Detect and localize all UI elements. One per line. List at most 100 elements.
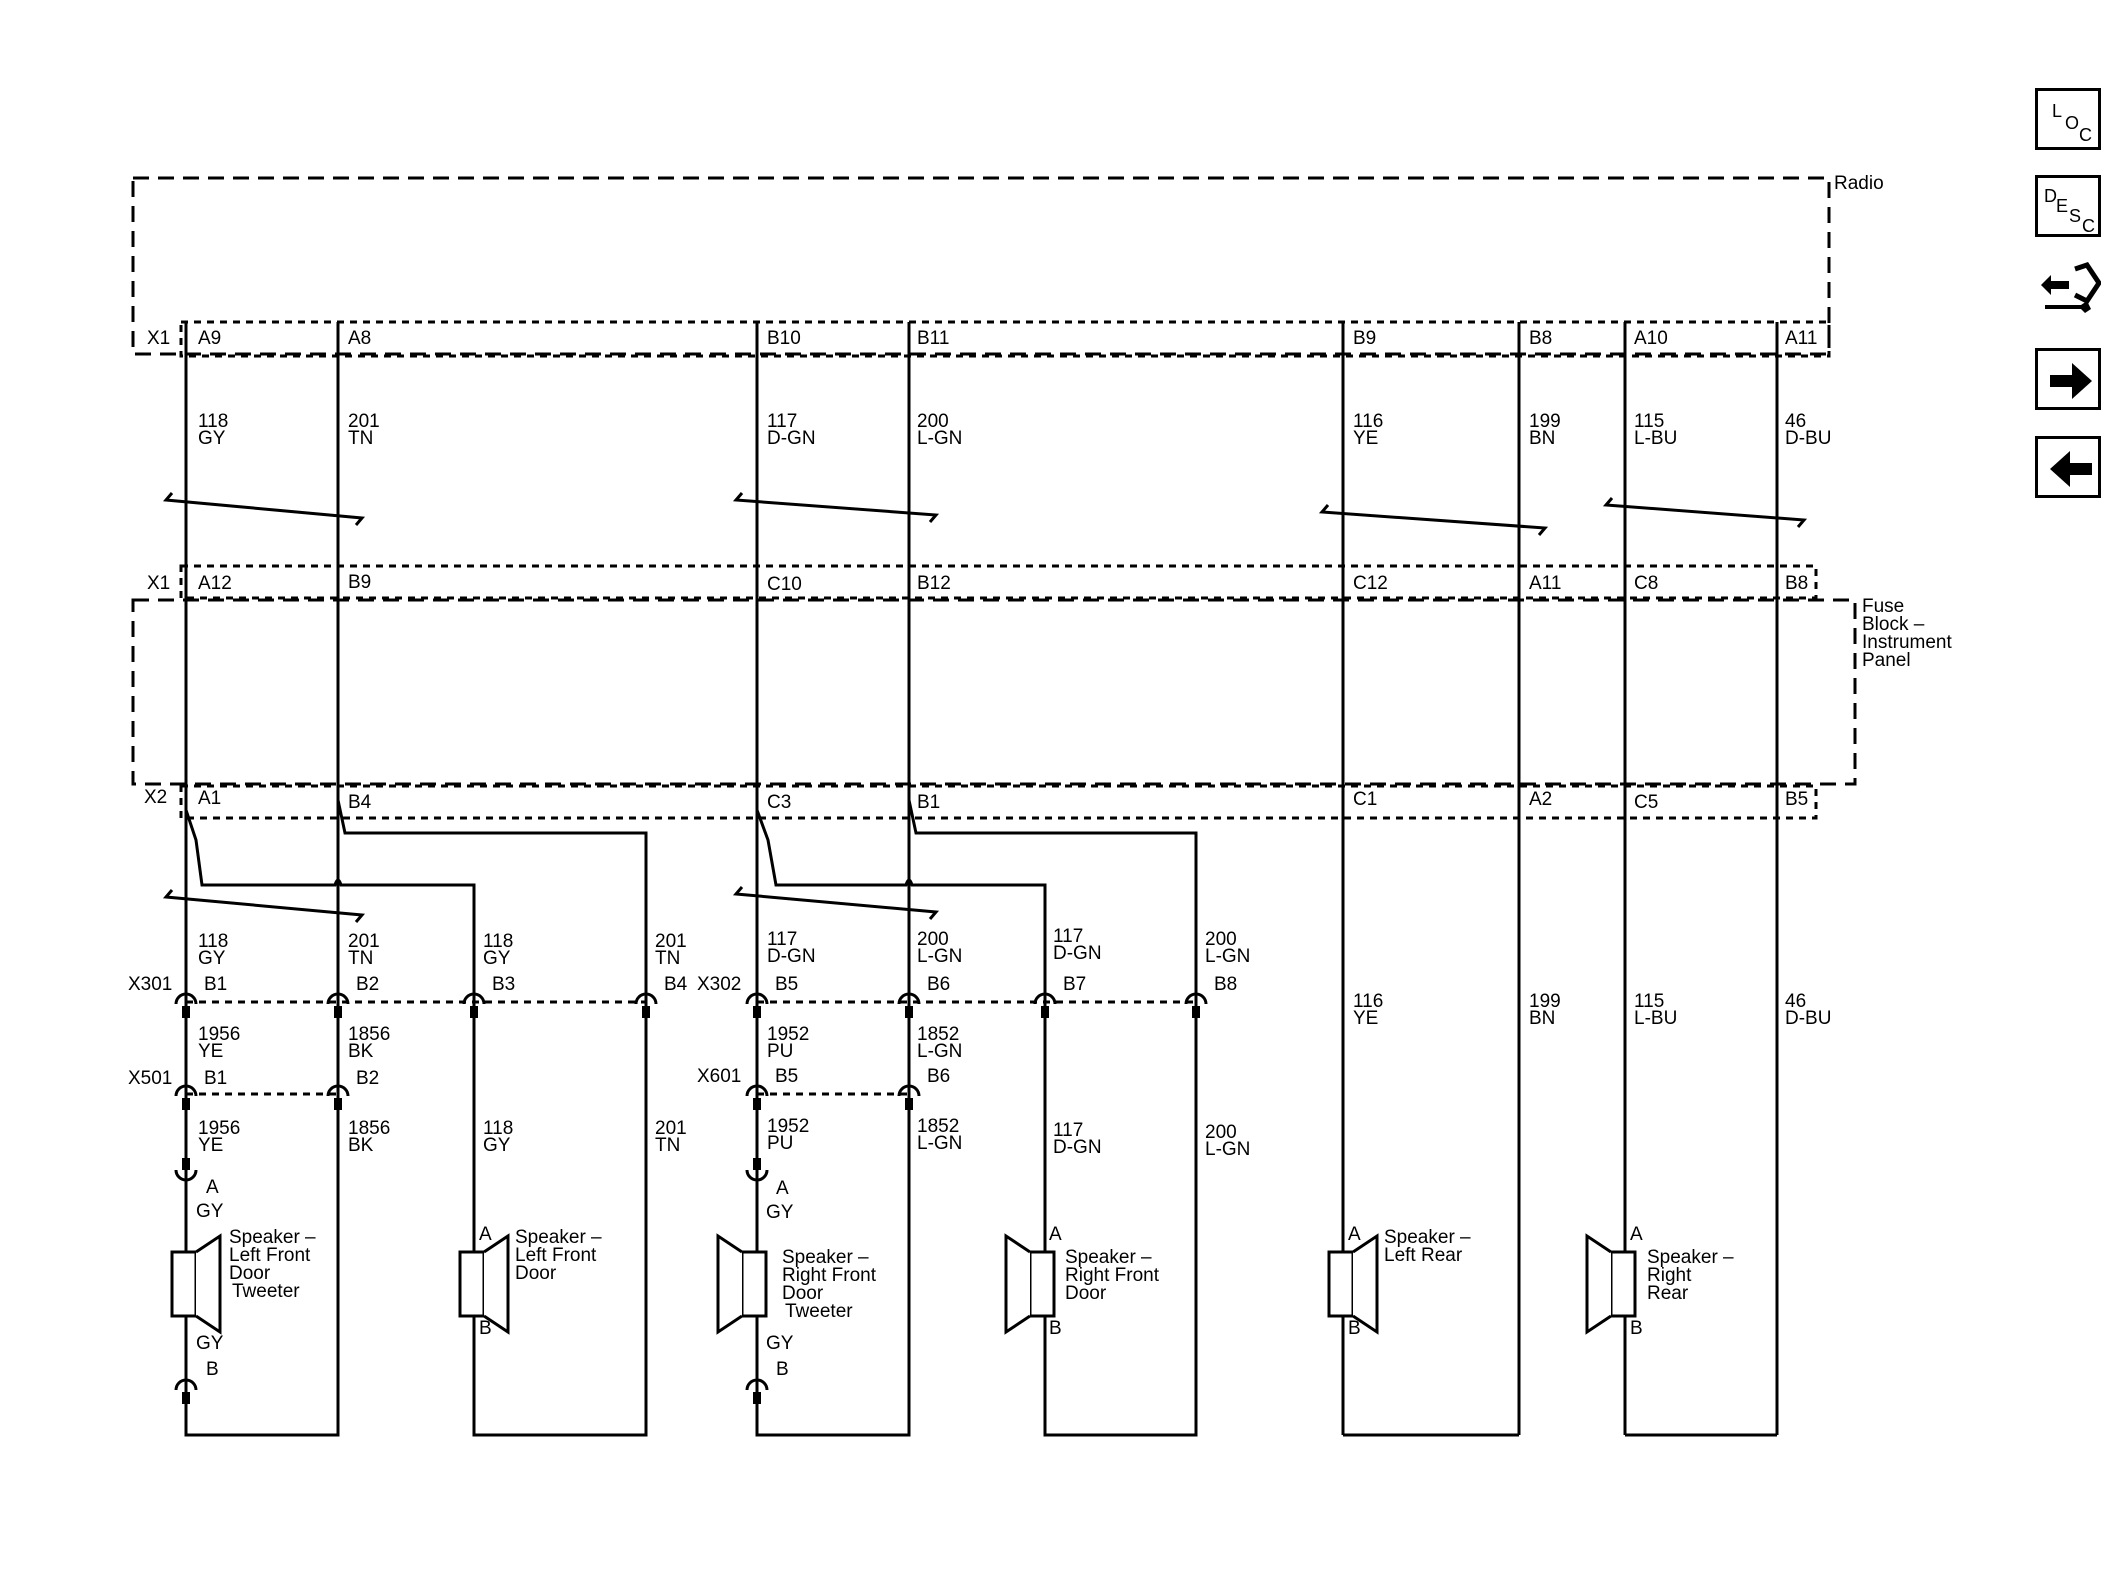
svg-text:201: 201 [655,1118,687,1139]
svg-text:201: 201 [348,931,380,952]
svg-text:116: 116 [1353,991,1383,1012]
svg-text:201: 201 [655,931,687,952]
x501-label: X501 [128,1068,172,1089]
x301-label: X301 [128,974,172,995]
svg-text:Door: Door [229,1263,271,1284]
svg-text:B: B [206,1359,219,1380]
svg-text:A: A [1630,1224,1643,1245]
x601-pin-labels: B5 B6 [775,1066,950,1087]
svg-text:1952: 1952 [767,1024,809,1045]
svg-text:BN: BN [1529,428,1555,449]
svg-text:118: 118 [198,411,228,432]
svg-text:46: 46 [1785,991,1806,1012]
svg-text:B6: B6 [927,1066,950,1087]
svg-text:C10: C10 [767,574,802,595]
previous-button[interactable] [2035,436,2101,498]
connector-tool-button[interactable] [2035,255,2101,317]
svg-text:B: B [479,1318,492,1339]
svg-text:E: E [2056,196,2068,216]
svg-text:1852: 1852 [917,1116,959,1137]
svg-text:Rear: Rear [1647,1283,1689,1304]
x501-pin-labels: B1 B2 [204,1068,379,1089]
loc-button[interactable]: L O C [2035,88,2101,150]
svg-text:117: 117 [767,929,797,950]
inline-connectors-x501-x601 [174,1084,921,1097]
svg-text:YE: YE [198,1041,223,1062]
svg-text:Speaker –: Speaker – [1647,1247,1734,1268]
svg-text:118: 118 [483,931,513,952]
svg-text:TN: TN [655,948,680,969]
svg-text:Door: Door [782,1283,824,1304]
svg-text:Right Front: Right Front [1065,1265,1160,1286]
svg-text:A: A [776,1178,789,1199]
svg-text:46: 46 [1785,411,1806,432]
svg-text:GY: GY [196,1201,224,1222]
svg-text:D-BU: D-BU [1785,428,1831,449]
svg-text:B9: B9 [1353,328,1376,349]
svg-text:B: B [1348,1318,1361,1339]
svg-text:L-GN: L-GN [917,1133,962,1154]
svg-text:D-BU: D-BU [1785,1008,1831,1029]
inline-connector-pins [182,1006,1200,1018]
svg-text:200: 200 [1205,1122,1237,1143]
svg-text:Door: Door [1065,1283,1107,1304]
svg-text:117: 117 [1053,926,1083,947]
x302-label: X302 [697,974,741,995]
tweeter-pin-labels: A GY GY B A GY GY B [196,1177,794,1380]
fuse-x1-connector [179,564,1818,600]
svg-text:A: A [1348,1224,1361,1245]
svg-text:D-GN: D-GN [767,428,816,449]
speaker-right-rear: A B Speaker – Right Rear [1585,1224,1734,1339]
svg-text:L-GN: L-GN [1205,1139,1250,1160]
desc-icon: D E S C [2044,186,2095,236]
svg-text:Speaker –: Speaker – [1384,1227,1471,1248]
svg-text:GY: GY [766,1202,794,1223]
svg-text:Speaker –: Speaker – [515,1227,602,1248]
svg-text:A1: A1 [198,788,221,809]
svg-text:O: O [2065,113,2079,133]
svg-text:YE: YE [1353,1008,1378,1029]
svg-text:A11: A11 [1785,328,1817,349]
svg-text:GY: GY [198,948,226,969]
svg-text:B11: B11 [917,328,949,349]
svg-text:Panel: Panel [1862,650,1911,671]
svg-text:Right Front: Right Front [782,1265,877,1286]
svg-text:Left Front: Left Front [515,1245,597,1266]
svg-text:B5: B5 [775,974,798,995]
next-button[interactable] [2035,348,2101,410]
svg-text:116: 116 [1353,411,1383,432]
x301-pin-labels: B1 B2 B3 B4 [204,974,688,995]
svg-text:Right: Right [1647,1265,1692,1286]
svg-text:TN: TN [655,1135,680,1156]
speaker-right-front-tweeter: Speaker – Right Front Door Tweeter [716,1233,877,1335]
svg-text:L-GN: L-GN [917,946,962,967]
svg-text:L: L [2052,101,2062,121]
tweeter-connectors [174,1169,769,1391]
right-front-routing [755,799,1198,1437]
svg-text:D-GN: D-GN [1053,943,1102,964]
speaker-right-front-door: A B Speaker – Right Front Door [1004,1224,1160,1339]
svg-text:A12: A12 [198,573,232,594]
svg-text:200: 200 [917,929,949,950]
svg-text:L-GN: L-GN [917,1041,962,1062]
svg-text:BK: BK [348,1041,374,1062]
svg-text:B4: B4 [348,792,372,813]
svg-text:B2: B2 [356,1068,379,1089]
fuse-block-label: Fuse Block – Instrument Panel [1862,596,1952,671]
svg-text:L-BU: L-BU [1634,428,1677,449]
svg-text:D-GN: D-GN [1053,1137,1102,1158]
svg-text:GY: GY [483,948,511,969]
desc-button[interactable]: D E S C [2035,175,2101,237]
svg-text:C3: C3 [767,792,791,813]
speaker-left-rear: A B Speaker – Left Rear [1327,1224,1471,1339]
svg-text:B3: B3 [492,974,515,995]
svg-text:Tweeter: Tweeter [232,1281,300,1302]
fuse-x2-pin-labels: A1 B4 C3 B1 C1 A2 C5 B5 [198,788,1808,813]
svg-text:117: 117 [1053,1120,1083,1141]
svg-text:1956: 1956 [198,1118,240,1139]
svg-text:1956: 1956 [198,1024,240,1045]
svg-text:B1: B1 [204,1068,227,1089]
svg-text:L-GN: L-GN [1205,946,1250,967]
fuse-x2-label: X2 [144,787,167,808]
